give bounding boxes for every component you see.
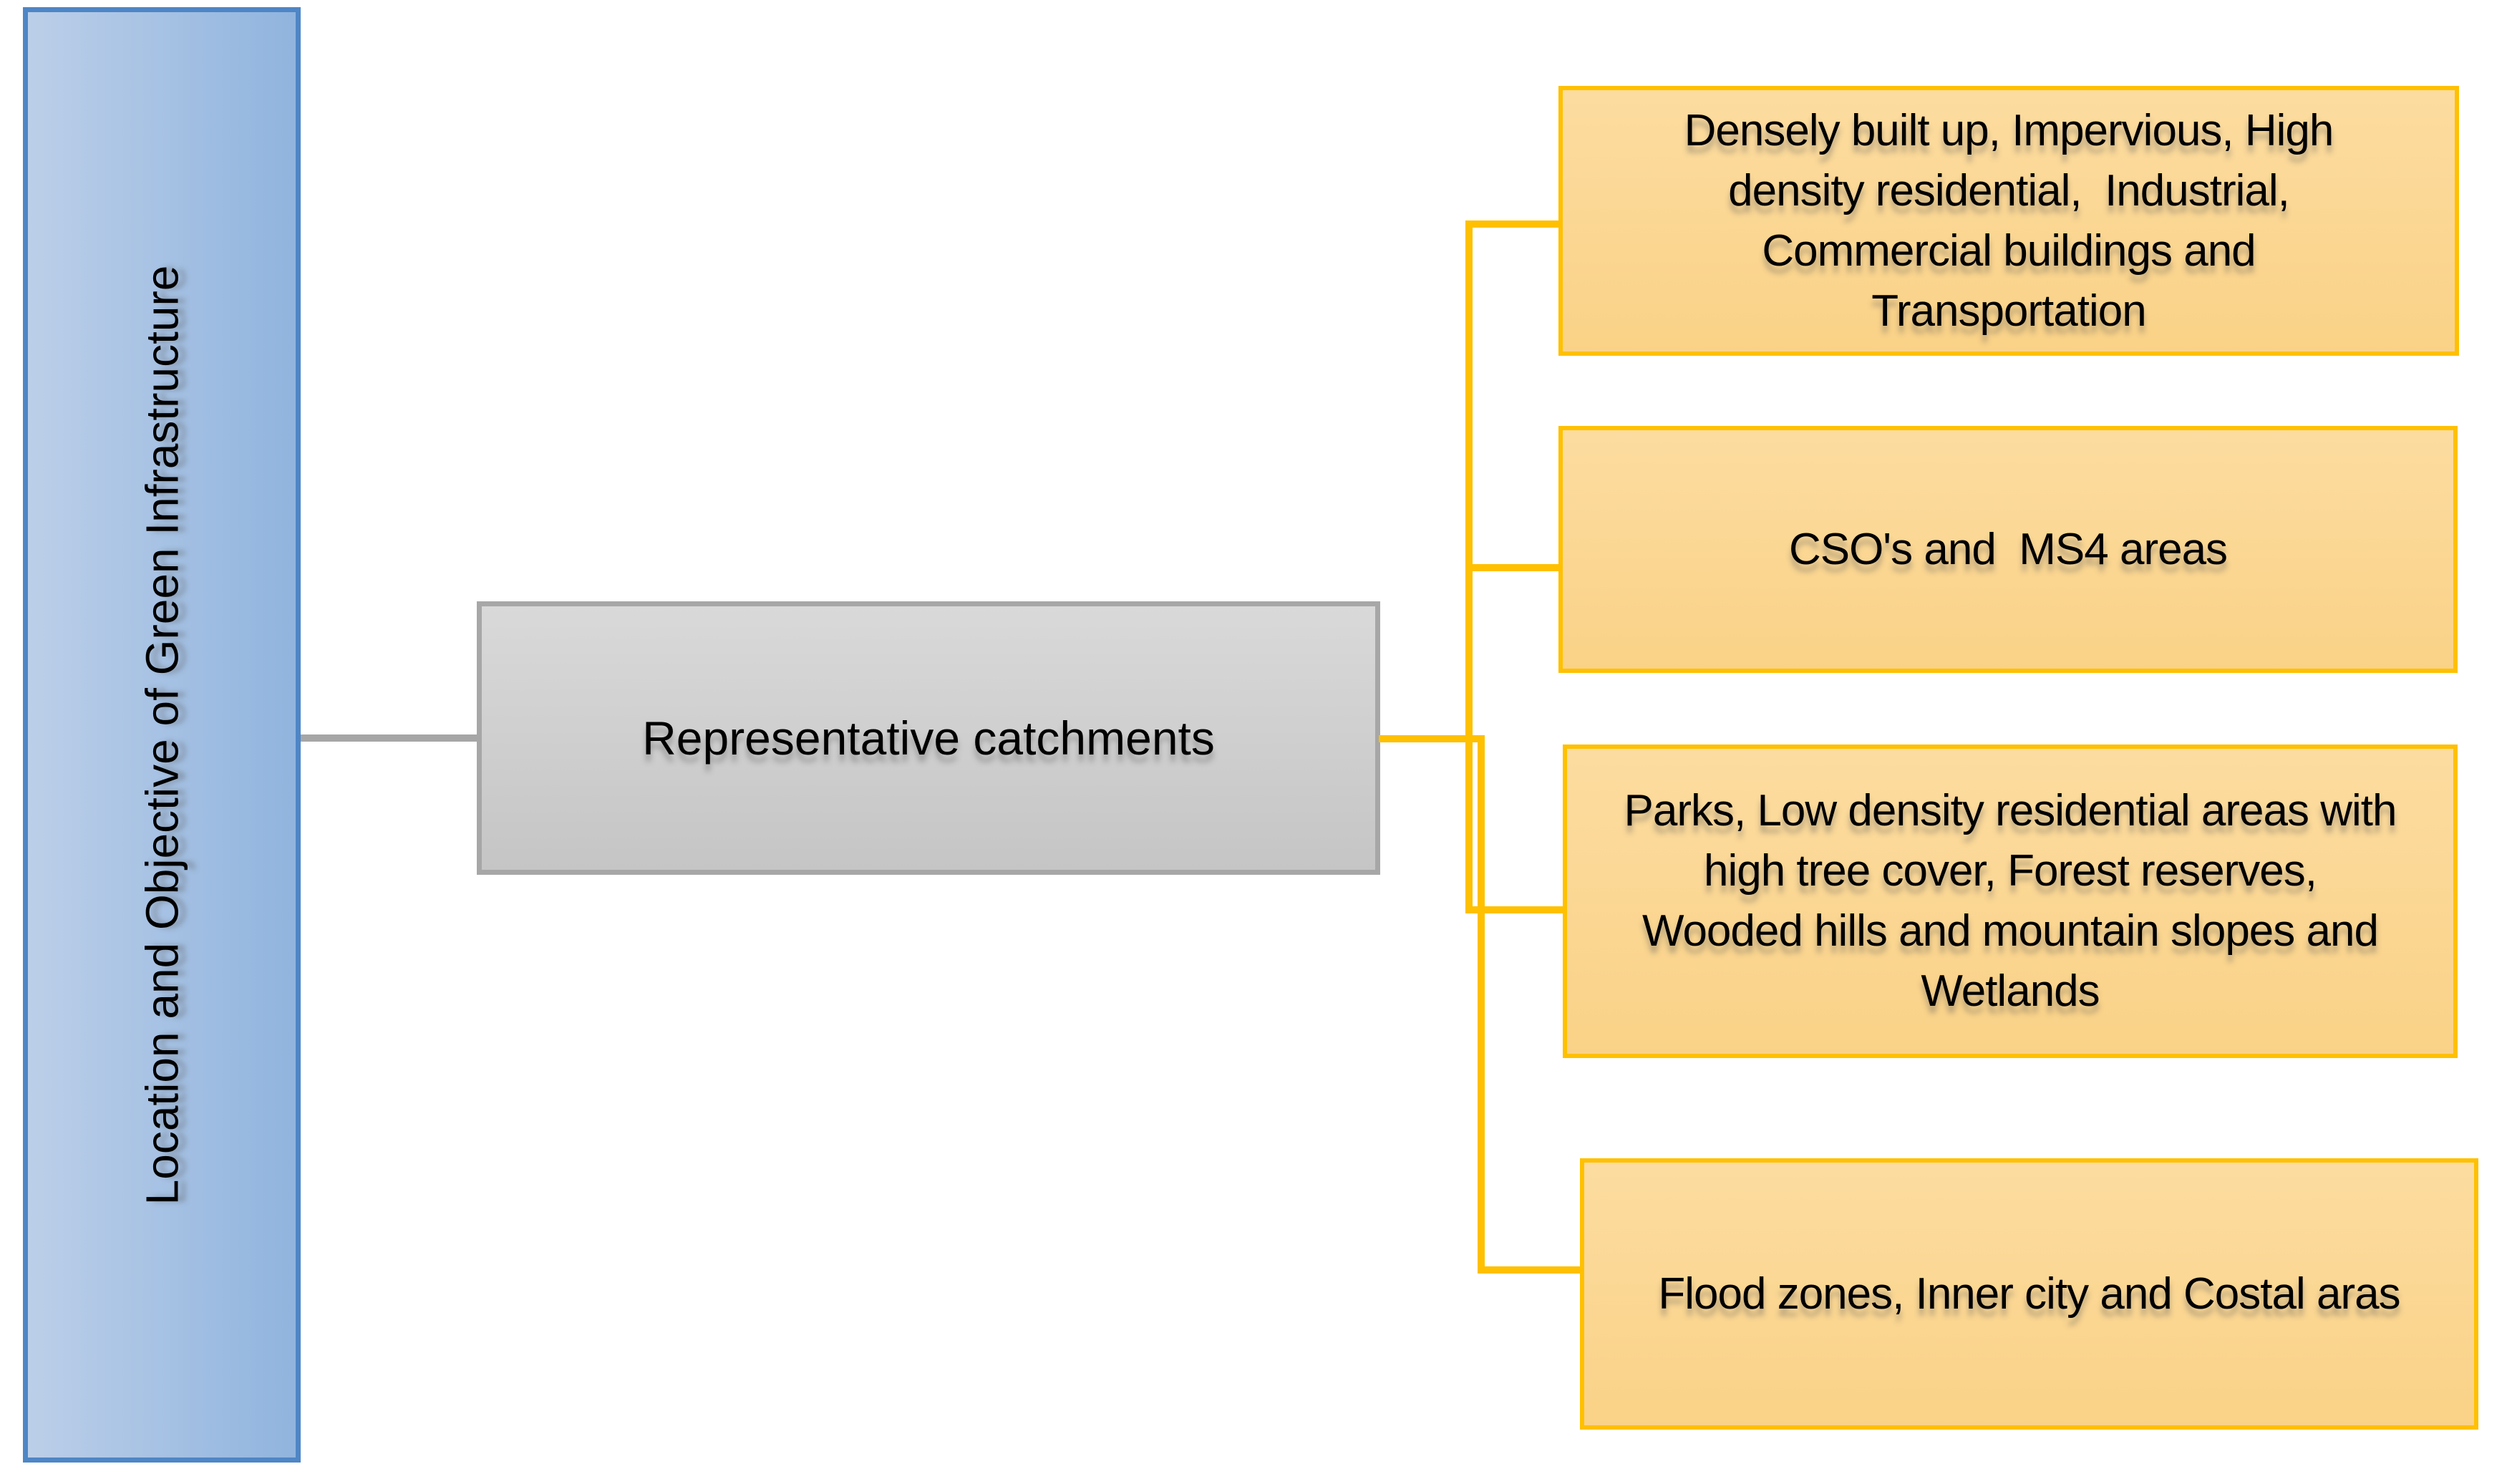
connector-branch-densely-built-up — [1465, 220, 1560, 228]
label-line: Commercial buildings and — [1762, 225, 2256, 276]
label-line: Transportation — [1871, 286, 2146, 336]
connector-branch-flood-zones — [1478, 1266, 1581, 1274]
connector-root-to-center — [301, 734, 478, 742]
center-box-representative-catchments: Representative catchments — [477, 601, 1380, 875]
label-line: Wooded hills and mountain slopes and — [1642, 906, 2379, 956]
leaf-box-cso-ms4: CSO's and MS4 areas — [1558, 426, 2458, 673]
root-box-label: Location and Objective of Green Infrastr… — [136, 265, 188, 1205]
center-box-label: Representative catchments — [642, 712, 1215, 765]
label-line: Flood zones, Inner city and Costal aras — [1658, 1269, 2400, 1319]
connector-branch-parks — [1465, 906, 1564, 913]
label-line: Parks, Low density residential areas wit… — [1624, 786, 2397, 835]
label-line: CSO's and MS4 areas — [1788, 524, 2228, 574]
label-line: Densely built up, Impervious, High — [1684, 105, 2334, 155]
leaf-box-parks-low-density-label: Parks, Low density residential areas wit… — [1624, 781, 2397, 1022]
leaf-box-flood-zones: Flood zones, Inner city and Costal aras — [1580, 1158, 2478, 1430]
leaf-box-parks-low-density: Parks, Low density residential areas wit… — [1563, 745, 2458, 1058]
connector-center-to-trunk — [1379, 735, 1485, 742]
root-box-location-objective: Location and Objective of Green Infrastr… — [23, 7, 301, 1463]
label-line: Wetlands — [1921, 966, 2100, 1016]
connector-branch-cso-ms4 — [1465, 564, 1560, 571]
label-line: density residential, Industrial, — [1728, 165, 2290, 215]
leaf-box-flood-zones-label: Flood zones, Inner city and Costal aras — [1658, 1264, 2400, 1324]
connector-trunk-lower — [1478, 735, 1485, 1274]
leaf-box-densely-built-up-label: Densely built up, Impervious, High densit… — [1684, 101, 2334, 341]
leaf-box-densely-built-up: Densely built up, Impervious, High densit… — [1558, 86, 2459, 356]
label-line: high tree cover, Forest reserves, — [1703, 846, 2317, 896]
leaf-box-cso-ms4-label: CSO's and MS4 areas — [1788, 520, 2228, 580]
